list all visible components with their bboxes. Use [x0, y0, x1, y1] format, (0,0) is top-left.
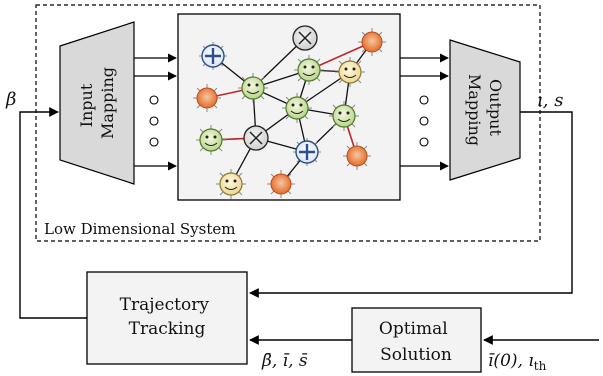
- beta-label: β: [5, 89, 16, 110]
- input-arrows: [134, 53, 177, 171]
- output-signals-label: ı, s: [537, 90, 563, 111]
- virus-icon: [267, 170, 295, 198]
- smiley-icon: [294, 55, 324, 85]
- output-ellipsis: [419, 95, 429, 147]
- trajectory-tracking-label: Trajectory Tracking: [120, 295, 215, 339]
- shield-icon: [293, 138, 321, 166]
- output-mapping-block: [449, 39, 521, 181]
- input-ellipsis: [149, 95, 159, 147]
- input-mapping-label: Input Mapping: [77, 67, 117, 139]
- initial-condition-label: ı̄(0), ıth: [488, 351, 547, 373]
- input-mapping-block: [59, 21, 135, 185]
- system-boundary: [35, 4, 541, 242]
- cross-circle-icon: [243, 125, 269, 151]
- virus-icon: [343, 142, 371, 170]
- reference-signals-label: β̄, ı̄, s̄: [261, 351, 308, 371]
- smiley-icon: [238, 73, 268, 103]
- trajectory-tracking-block: [86, 271, 248, 365]
- virus-icon: [358, 28, 386, 56]
- optimal-solution-label: Optimal Solution: [379, 319, 453, 365]
- smiley-icon: [216, 169, 246, 199]
- system-label: Low Dimensional System: [44, 220, 235, 238]
- smiley-icon: [335, 57, 365, 87]
- cross-circle-icon: [292, 25, 318, 51]
- smiley-icon: [282, 93, 312, 123]
- smiley-icon: [329, 101, 359, 131]
- output-arrows: [400, 53, 449, 171]
- smiley-icon: [196, 125, 226, 155]
- shield-icon: [199, 42, 227, 70]
- output-feedback-path: [249, 111, 573, 298]
- output-mapping-label: Output Mapping: [465, 74, 505, 146]
- virus-icon: [193, 84, 221, 112]
- beta-feedback-path: [19, 107, 87, 319]
